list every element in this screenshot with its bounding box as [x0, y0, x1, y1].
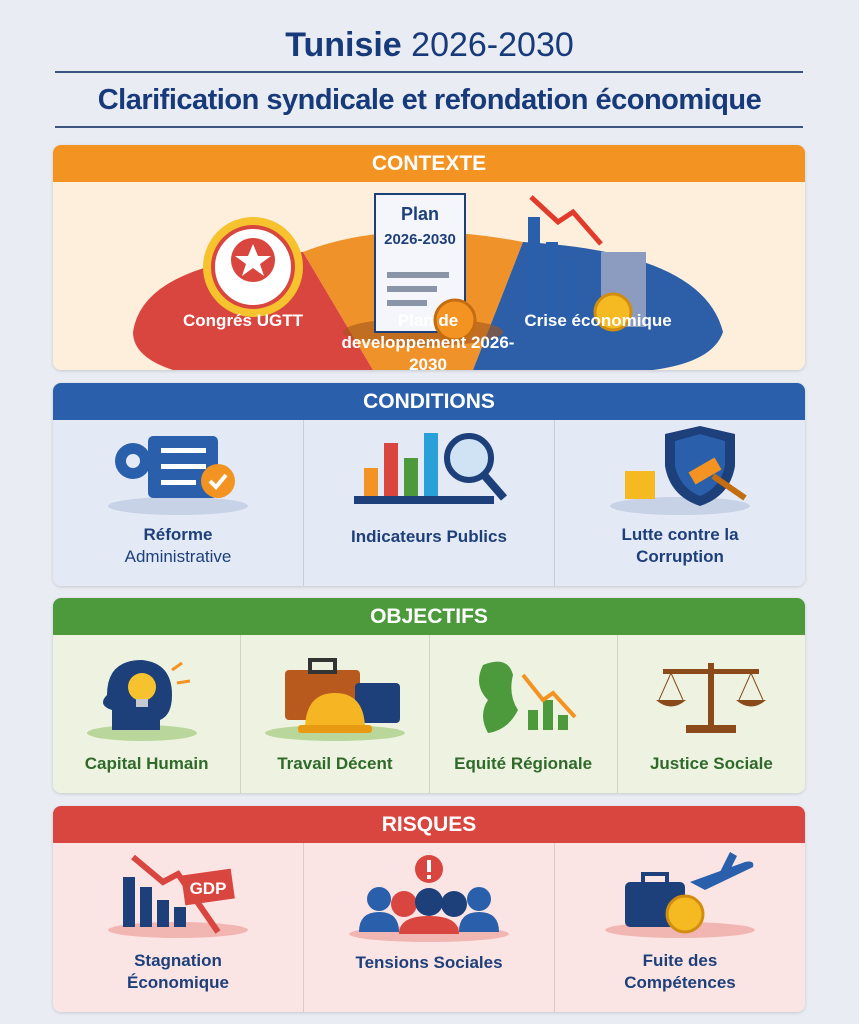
page-subtitle: Clarification syndicale et refondation é…: [97, 84, 762, 116]
scales-icon: [656, 663, 767, 733]
risk-item: Tensions Sociales: [303, 843, 554, 1012]
union-emblem-icon: [203, 217, 303, 317]
divider: [55, 71, 803, 73]
crowd-alert-icon: [349, 855, 509, 942]
item-label: Indicateurs Publics: [351, 527, 507, 546]
objective-item: Capital Humain: [53, 635, 240, 793]
objective-item: Travail Décent: [240, 635, 428, 793]
divider: [55, 126, 803, 128]
objective-item: Justice Sociale: [616, 635, 805, 793]
item-label: Capital Humain: [84, 754, 209, 773]
title-country: Tunisie: [285, 26, 402, 64]
map-chart-icon: [479, 661, 577, 733]
plan-document-icon: Plan 2026-2030: [343, 193, 503, 346]
item-label: Justice Sociale: [649, 754, 773, 773]
gdp-decline-icon: GDP: [108, 854, 248, 938]
item-label: Crise économique: [524, 311, 672, 330]
page-title: Tunisie 2026-2030: [0, 26, 859, 65]
gdp-badge: GDP: [190, 879, 227, 898]
context-ellipse-graphic: Plan 2026-2030: [133, 193, 723, 370]
head-lightbulb-icon: [86, 660, 197, 741]
section-title: CONDITIONS: [53, 383, 805, 420]
objective-item: Equité Régionale: [428, 635, 617, 793]
doc-title: Plan: [401, 204, 439, 224]
doc-years: 2026-2030: [384, 231, 456, 248]
condition-item: Indicateurs Publics: [303, 420, 554, 586]
section-objectifs: OBJECTIFS Capital Humain Travail Décent: [53, 598, 805, 793]
title-years: 2026-2030: [411, 26, 574, 64]
item-label: Congrés UGTT: [183, 311, 303, 330]
suitcase-plane-icon: [605, 852, 755, 938]
bar-chart-magnifier-icon: [354, 433, 508, 504]
gear-checklist-icon: [108, 436, 248, 515]
section-title: OBJECTIFS: [53, 598, 805, 635]
item-label: Travail Décent: [277, 754, 393, 773]
item-label: Tensions Sociales: [355, 953, 503, 972]
briefcase-hardhat-icon: [264, 658, 405, 741]
item-label: Plan de developpement 2026-2030: [341, 311, 515, 370]
shield-gavel-icon: [610, 426, 750, 515]
section-title: RISQUES: [53, 806, 805, 843]
declining-chart-icon: [528, 195, 646, 332]
section-title: CONTEXTE: [53, 145, 805, 182]
contexte-body: Plan 2026-2030 Congrés UGTT Plan de deve…: [53, 182, 805, 370]
section-contexte: CONTEXTE Plan 2026-2030: [53, 145, 805, 370]
item-label: Equité Régionale: [454, 754, 593, 773]
